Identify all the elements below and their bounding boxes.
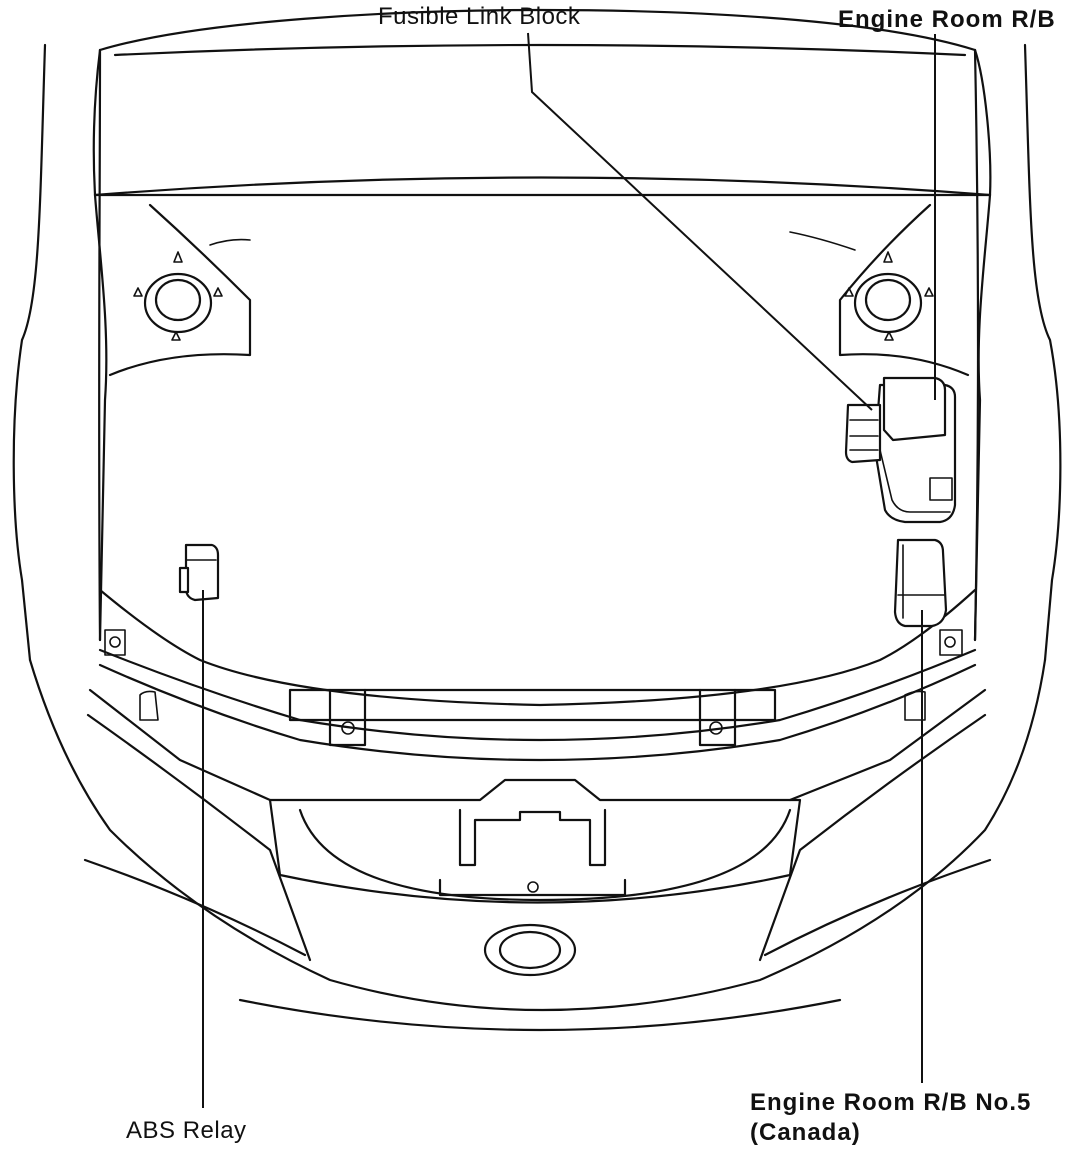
emblem — [483, 923, 577, 977]
fusible-link-block — [844, 403, 882, 464]
engine-room-rb-box — [873, 376, 957, 524]
leader-fusible-link-block — [527, 32, 873, 411]
label-engine-room-rb-no5: Engine Room R/B No.5 — [750, 1089, 1032, 1116]
strut-tower-right — [844, 251, 934, 341]
label-fusible-link-block: Fusible Link Block — [378, 3, 581, 30]
grille — [268, 778, 802, 904]
engine-bay — [93, 193, 992, 642]
hood — [92, 8, 992, 197]
radiator-support — [98, 588, 977, 762]
strut-tower-left — [133, 251, 223, 341]
abs-relay-box — [178, 543, 220, 602]
leader-lines — [202, 32, 936, 1108]
label-engine-room-rb: Engine Room R/B — [838, 6, 1056, 33]
label-canada-note: (Canada) — [750, 1119, 861, 1146]
label-abs-relay: ABS Relay — [126, 1117, 247, 1144]
engine-room-rb-no5-box — [893, 538, 948, 628]
front-fascia — [28, 658, 1047, 1032]
